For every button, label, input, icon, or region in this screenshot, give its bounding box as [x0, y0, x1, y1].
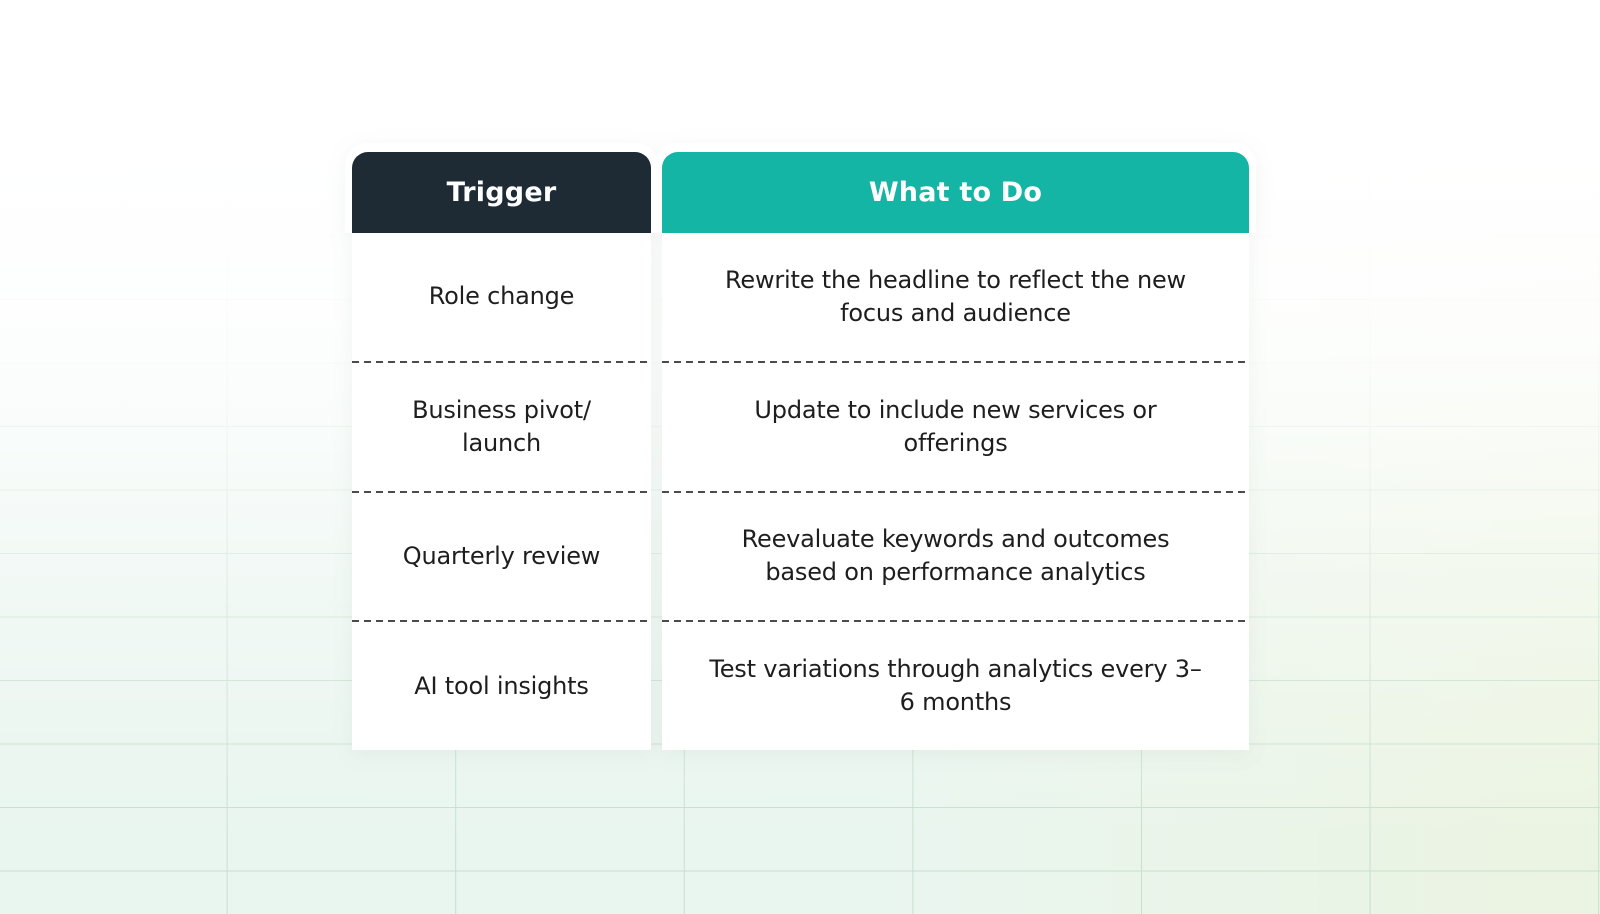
cell-what-to-do-1: Update to include new services or offeri…: [754, 395, 1157, 457]
header-cap-trigger: Trigger: [345, 143, 658, 233]
row-divider: [662, 490, 1249, 493]
cell-what-to-do-3: Test variations through analytics every …: [709, 655, 1202, 717]
cell-what-to-do-2: Reevaluate keywords and outcomes based o…: [741, 525, 1170, 587]
row-divider: [662, 620, 1249, 623]
cell-what-to-do-0: Rewrite the headline to reflect the new …: [725, 265, 1186, 327]
cell-trigger-0: Role change: [428, 282, 575, 311]
cell-trigger-2: Quarterly review: [402, 541, 601, 570]
row-divider: [662, 360, 1249, 363]
header-cap-what-to-do: What to Do: [655, 143, 1256, 233]
cell-trigger-1: Business pivot/ launch: [412, 395, 591, 457]
row-divider: [352, 360, 651, 363]
cell-trigger-3: AI tool insights: [414, 671, 589, 700]
cells-what-to-do: Rewrite the headline to reflect the new …: [662, 233, 1249, 750]
row-divider: [352, 620, 651, 623]
header-trigger: Trigger: [352, 152, 651, 233]
column-what-to-do: What to Do Rewrite the headline to reflec…: [655, 143, 1256, 750]
header-what-to-do: What to Do: [662, 152, 1249, 233]
row-divider: [352, 490, 651, 493]
